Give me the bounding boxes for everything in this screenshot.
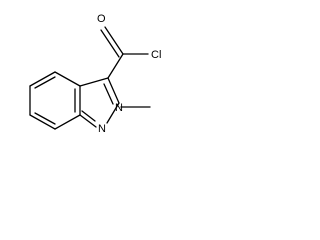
chlorine-label: Cl — [151, 49, 161, 61]
pyrazole-ring — [79, 77, 120, 128]
carbonyl-double-bond — [104, 26, 124, 55]
double-bond-inner — [34, 76, 56, 89]
bond — [54, 114, 81, 130]
chemical-structure: O Cl N N — [29, 13, 161, 135]
bond — [106, 102, 120, 124]
acyl-chloride-group — [100, 26, 149, 79]
nitrogen-label: N — [98, 123, 106, 135]
bond — [29, 71, 56, 87]
oxygen-label: O — [97, 13, 106, 25]
bond — [54, 71, 81, 87]
bond — [107, 53, 124, 79]
double-bond-inner — [81, 110, 96, 122]
bond — [29, 114, 56, 130]
carbonyl-double-bond — [100, 29, 120, 58]
bond — [79, 77, 109, 87]
double-bond-outer — [107, 77, 120, 104]
double-bond-inner — [103, 83, 114, 105]
double-bond-inner — [34, 112, 56, 125]
double-bond-outer — [79, 114, 97, 128]
benzene-ring — [29, 71, 81, 130]
nitrogen-label: N — [115, 102, 123, 114]
